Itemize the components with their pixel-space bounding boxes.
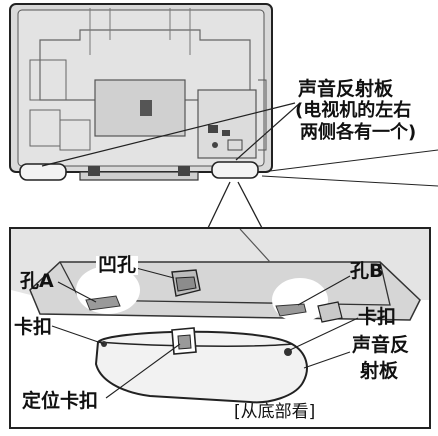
leader-recess xyxy=(135,267,175,279)
hole-b-label: 孔B xyxy=(350,260,384,282)
detail-view xyxy=(9,227,431,429)
leader-locating-clip xyxy=(105,343,181,399)
tv-power-socket xyxy=(140,100,152,116)
leader-reflector-right xyxy=(235,102,301,161)
tv-stand-foot-right xyxy=(178,166,190,176)
zoom-connector xyxy=(207,181,263,229)
reflector-note-line1: (电视机的左右 xyxy=(295,100,412,121)
tv-terminal-4 xyxy=(227,139,243,151)
tv-vent-left-top xyxy=(29,59,67,101)
perspective-line-1 xyxy=(261,149,438,173)
reflector-title: 声音反射板 xyxy=(298,78,394,100)
tv-vent-mid xyxy=(59,119,91,151)
clip-right-label: 卡扣 xyxy=(358,306,397,328)
hole-b xyxy=(275,303,307,317)
tv-stand-base xyxy=(79,171,199,181)
leader-reflector-left xyxy=(41,102,296,167)
tv-back-view xyxy=(9,3,438,187)
leader-reflector xyxy=(303,351,351,369)
rail-end-right xyxy=(317,301,343,323)
leader-hole-b xyxy=(297,275,351,306)
reflector-left-small xyxy=(19,163,67,181)
locating-clip-label: 定位卡扣 xyxy=(22,390,99,412)
reflector-label-line1: 声音反 xyxy=(352,334,410,356)
rail-seam xyxy=(239,229,271,263)
tv-terminal-3 xyxy=(212,142,218,148)
reflector-right-small xyxy=(211,161,259,179)
reflector-top-edge xyxy=(97,341,293,347)
leader-hole-a xyxy=(57,281,97,303)
tv-terminal-1 xyxy=(208,125,218,133)
locating-clip-inner xyxy=(177,334,192,350)
view-caption: [从底部看] xyxy=(234,402,316,422)
rail-inner-edge xyxy=(59,261,391,306)
hole-a xyxy=(85,295,121,311)
sound-reflector xyxy=(94,330,308,404)
recess-label: 凹孔 xyxy=(96,254,139,276)
perspective-line-2 xyxy=(261,175,438,187)
tv-terminal-panel xyxy=(197,89,257,159)
reflector-label-line2: 射板 xyxy=(360,360,399,382)
reflector-note-line2: 两侧各有一个) xyxy=(300,122,417,143)
hole-a-label: 孔A xyxy=(20,270,54,292)
leader-clip-left xyxy=(51,325,105,345)
clip-left-label: 卡扣 xyxy=(14,316,53,338)
tv-terminal-2 xyxy=(222,130,230,136)
leader-clip-right xyxy=(289,317,359,351)
tv-side-slot xyxy=(258,79,267,151)
tv-stand-foot-left xyxy=(88,166,100,176)
tv-back-ribs xyxy=(89,8,191,55)
recess-inner xyxy=(175,276,197,292)
